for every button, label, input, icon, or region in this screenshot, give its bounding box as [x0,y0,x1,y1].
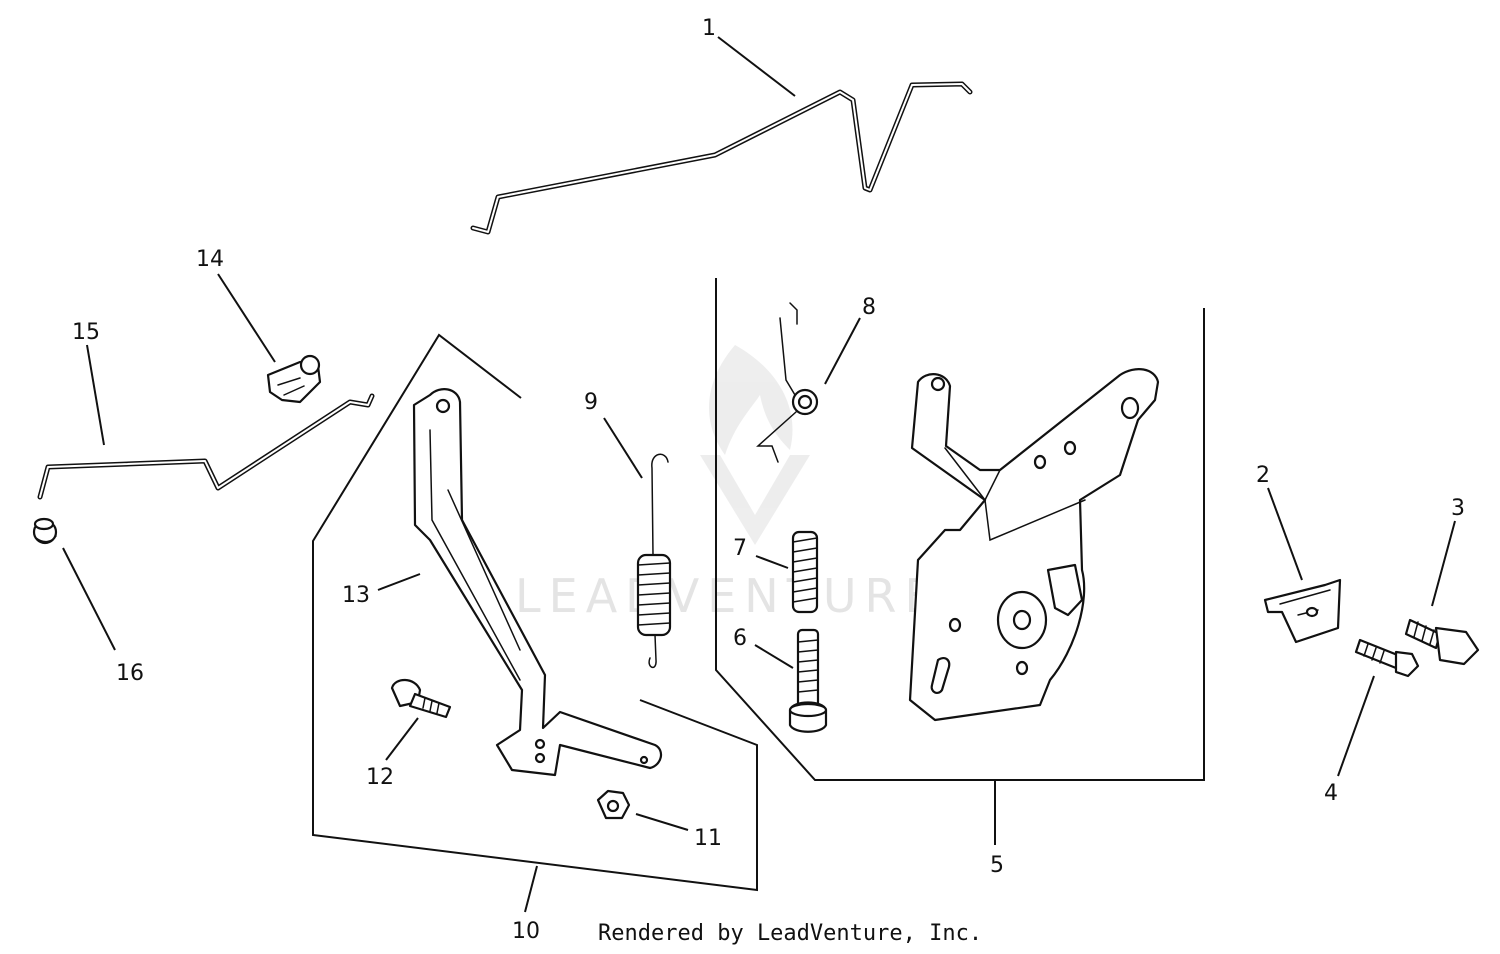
part-8-spring [756,302,819,463]
callout-4: 4 [1324,781,1338,806]
watermark: LEADVENTURE [515,345,942,623]
part-11-nut [596,789,631,820]
callout-2: 2 [1256,463,1270,488]
callout-10: 10 [512,919,540,944]
part-3-bolt [1404,618,1480,666]
callout-9: 9 [584,390,598,415]
callout-13: 13 [342,583,370,608]
leader-lines [62,36,1456,913]
callout-16: 16 [116,661,144,686]
callout-15: 15 [72,320,100,345]
group-10-outline [312,333,758,892]
credit-text: Rendered by LeadVenture, Inc. [598,921,982,946]
part-6-screw [788,628,828,733]
part-12-bolt [390,678,452,719]
callout-11: 11 [694,826,722,851]
part-13-lever [412,388,663,777]
callout-14: 14 [196,247,224,272]
part-4-bolt [1354,638,1420,678]
part-1-rod [470,81,973,235]
callout-3: 3 [1451,496,1465,521]
watermark-text: LEADVENTURE [515,569,942,623]
part-5-plate [908,368,1160,722]
callout-5: 5 [990,853,1004,878]
part-14-clip [266,354,322,404]
callout-8: 8 [862,295,876,320]
callout-1: 1 [702,16,716,41]
part-2-clip [1263,578,1342,644]
part-7-spring [791,530,819,614]
part-15-rod [37,393,375,500]
callouts: 1 2 3 4 5 6 7 8 9 10 11 12 13 14 15 16 [72,16,1465,944]
callout-7: 7 [733,536,747,561]
callout-6: 6 [733,626,747,651]
callout-12: 12 [366,765,394,790]
part-9-spring [636,453,672,669]
group-5-outline [715,278,1205,781]
part-16-grommet [32,517,58,545]
watermark-logo-icon [700,345,810,545]
